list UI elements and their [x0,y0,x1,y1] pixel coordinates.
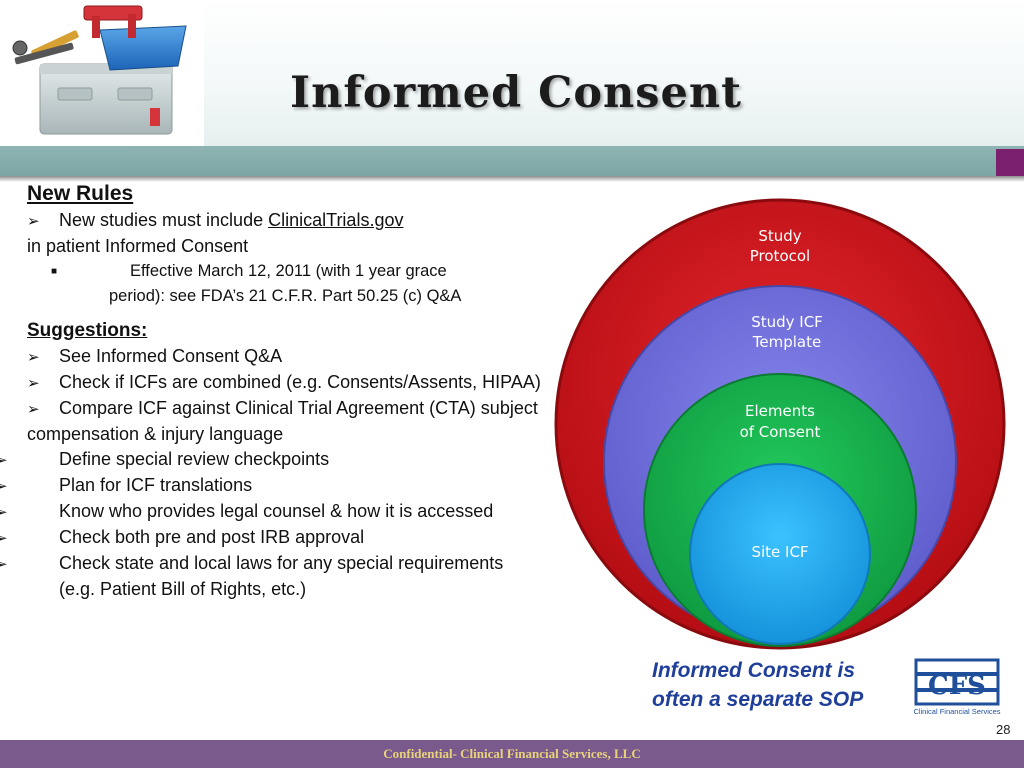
suggestion-item: ➢ Plan for ICF translations [0,473,567,499]
bullet-continuation: in patient Informed Consent [27,236,249,256]
logo-letters: CFS [928,671,986,701]
cfs-logo: CFS Clinical Financial Services [913,658,1001,716]
suggestion-text: Plan for ICF translations [59,475,253,495]
suggestion-text: Check both pre and post IRB approval [59,527,365,547]
arrow-bullet-icon: ➢ [0,504,8,521]
ring-label: Elements [745,402,815,420]
header-band [0,146,1024,176]
footer-text: Confidential- Clinical Financial Service… [383,746,641,761]
slide-header: Informed Consent [0,0,1024,146]
sub-bullet-line-1: Effective March 12, 2011 (with 1 year gr… [130,262,447,280]
accent-square [996,149,1024,176]
suggestion-text: Check state and local laws for any speci… [59,553,504,599]
suggestion-item: ➢ Check state and local laws for any spec… [0,551,529,602]
suggestion-item: ➢ Know who provides legal counsel & how i… [0,499,539,525]
ring-label: of Consent [740,423,821,441]
slide-body-text: New Rules ➢ New studies must include Clin… [0,180,567,602]
diagram-caption: Informed Consent is often a separate SOP [652,656,922,714]
toolbox-image [0,0,204,146]
ring-label: Protocol [750,247,810,265]
suggestion-item: ➢ Check both pre and post IRB approval [0,525,567,551]
ring-label: Template [752,333,821,351]
clinicaltrials-link[interactable]: ClinicalTrials.gov [268,210,404,230]
square-bullet-icon: ■ [51,266,58,277]
caption-line-2: often a separate SOP [652,688,864,711]
suggestion-text: Define special review checkpoints [59,449,330,469]
logo-subtitle: Clinical Financial Services [913,707,1000,716]
sub-bullet: ■ Effective March 12, 2011 (with 1 year g… [27,259,567,308]
suggestion-item: ➢Compare ICF against Clinical Trial Agre… [27,396,567,447]
arrow-bullet-icon: ➢ [0,452,8,469]
arrow-bullet-icon: ➢ [0,478,8,495]
arrow-bullet-icon: ➢ [27,375,40,392]
arrow-bullet-icon: ➢ [27,213,40,230]
suggestions-heading: Suggestions: [27,320,148,341]
new-rules-bullet: ➢ New studies must include ClinicalTrials… [27,208,567,234]
nested-circles-diagram: Study Protocol Study ICF Template Elemen… [554,198,1006,650]
page-number: 28 [996,722,1011,737]
suggestion-text: Know who provides legal counsel & how it… [59,501,494,521]
ring-label: Site ICF [751,543,808,561]
new-rules-heading: New Rules [27,182,134,205]
suggestion-text: See Informed Consent Q&A [59,346,283,366]
slide-title: Informed Consent [290,68,742,118]
suggestion-item: ➢ See Informed Consent Q&A [27,344,567,370]
arrow-bullet-icon: ➢ [0,556,8,573]
arrow-bullet-icon: ➢ [27,401,40,418]
bullet-text: New studies must include [59,210,269,230]
suggestion-text: Compare ICF against Clinical Trial Agree… [27,398,538,444]
toolbox-icon [12,5,187,135]
caption-line-1: Informed Consent is [652,659,856,682]
arrow-bullet-icon: ➢ [27,349,40,366]
ring-label: Study [758,227,801,245]
band-shadow [0,176,1024,182]
ring-site-icf [689,463,871,645]
ring-label: Study ICF [751,313,823,331]
arrow-bullet-icon: ➢ [0,530,8,547]
suggestion-item: ➢ Check if ICFs are combined (e.g. Consen… [27,370,567,396]
slide-footer: Confidential- Clinical Financial Service… [0,740,1024,768]
suggestion-text: Check if ICFs are combined (e.g. Consent… [59,372,541,392]
sub-bullet-line-2: period): see FDA’s 21 C.F.R. Part 50.25 … [109,287,462,305]
suggestion-item: ➢ Define special review checkpoints [0,447,567,473]
